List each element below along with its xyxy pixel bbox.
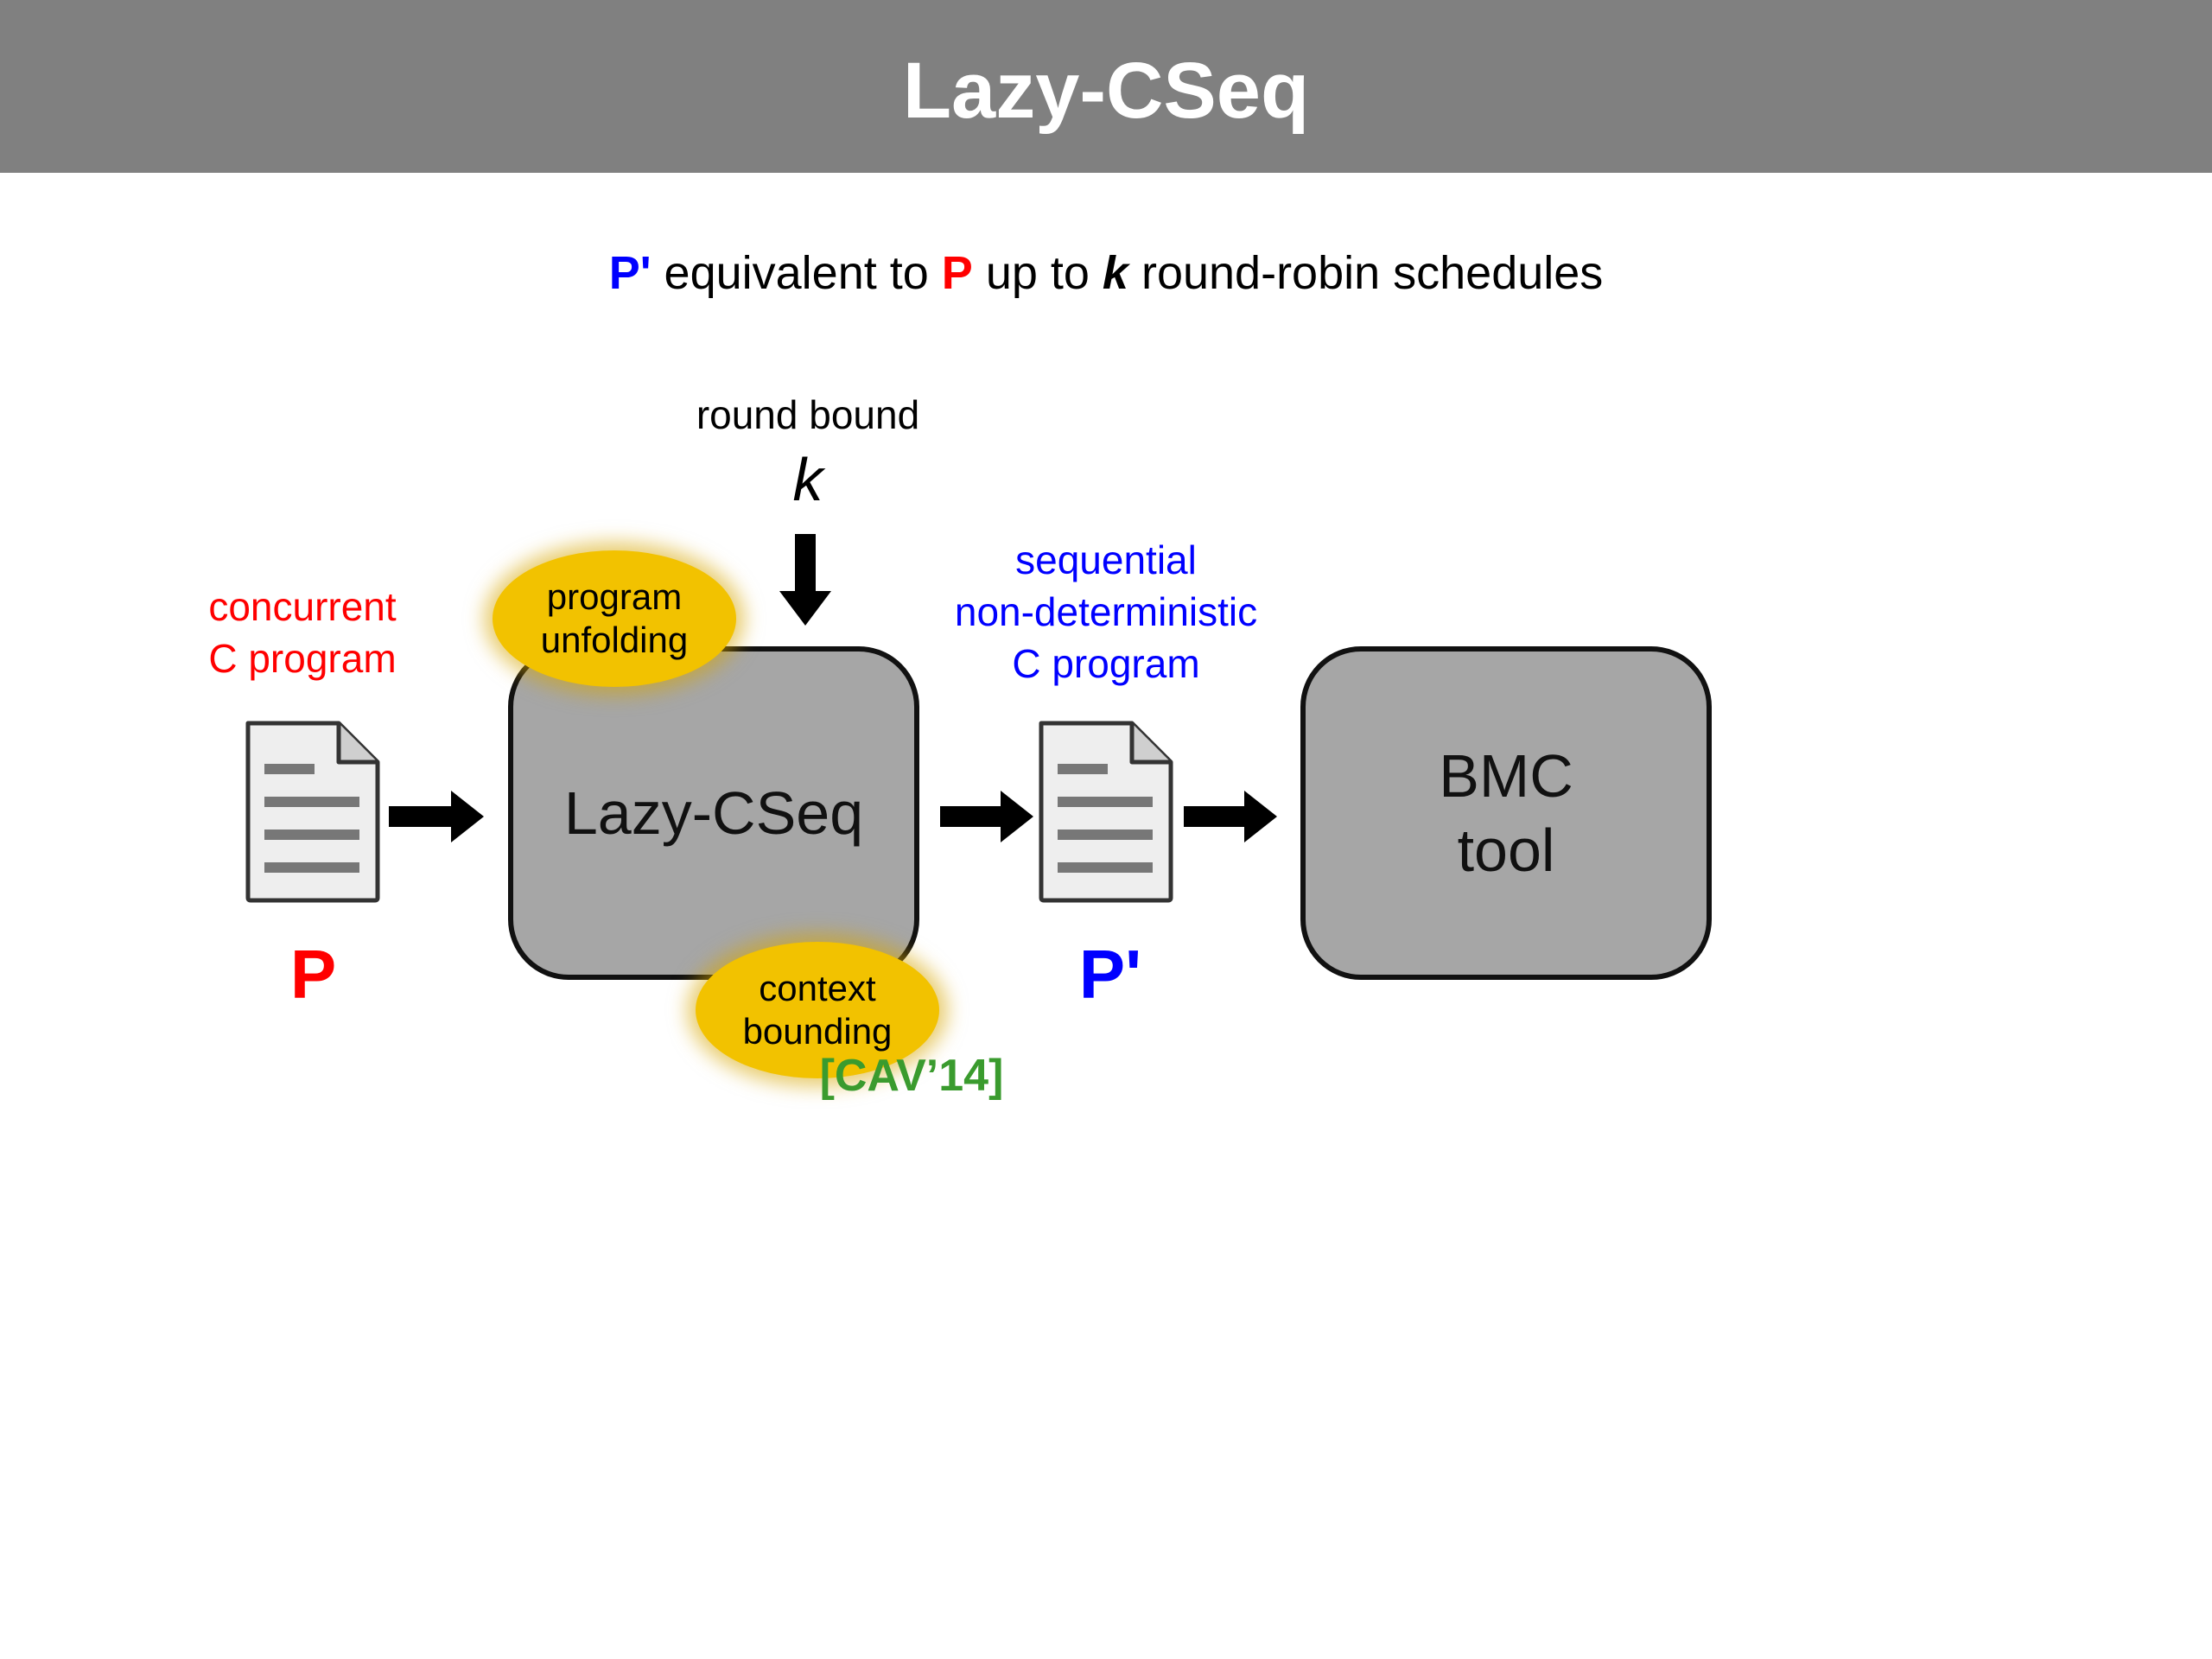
slide-subtitle: P' equivalent to P up to k round-robin s… bbox=[0, 246, 2212, 300]
output-document-icon bbox=[1039, 721, 1173, 903]
unfolding-line-2: unfolding bbox=[540, 620, 689, 660]
output-symbol: P' bbox=[1078, 936, 1142, 1013]
input-symbol: P bbox=[289, 936, 337, 1013]
output-label: sequential non-deterministic C program bbox=[916, 534, 1296, 690]
lazycseq-box: Lazy-CSeq bbox=[508, 646, 919, 980]
arrow-output-to-bmc-icon bbox=[1184, 791, 1277, 842]
output-label-line-2: non-deterministic bbox=[954, 589, 1258, 634]
subtitle-k: k bbox=[1102, 247, 1128, 299]
bmc-box-line-2: tool bbox=[1457, 817, 1555, 884]
bmc-tool-box: BMC tool bbox=[1300, 646, 1712, 980]
round-bound-label: round bound bbox=[696, 392, 920, 437]
bmc-box-line-1: BMC bbox=[1439, 742, 1573, 810]
slide-title: Lazy-CSeq bbox=[902, 47, 1310, 135]
unfolding-line-1: program bbox=[546, 576, 683, 617]
output-label-line-3: C program bbox=[1012, 641, 1200, 686]
context-bounding-ellipse: context bounding bbox=[696, 942, 939, 1078]
output-label-line-1: sequential bbox=[1015, 537, 1197, 582]
bounding-line-2: bounding bbox=[742, 1011, 893, 1052]
subtitle-text-3: round-robin schedules bbox=[1128, 247, 1604, 299]
arrow-round-bound-icon bbox=[779, 534, 831, 626]
title-bar bbox=[0, 0, 2212, 173]
input-document-icon bbox=[245, 721, 380, 903]
input-label-line-2: C program bbox=[208, 636, 397, 681]
input-label-line-1: concurrent bbox=[208, 584, 397, 629]
subtitle-p-prime: P' bbox=[608, 247, 652, 299]
arrow-input-to-lazycseq-icon bbox=[389, 791, 484, 842]
lazycseq-box-label: Lazy-CSeq bbox=[563, 779, 864, 847]
subtitle-text-1: equivalent to bbox=[651, 247, 942, 299]
arrow-lazycseq-to-output-icon bbox=[940, 791, 1033, 842]
bounding-line-1: context bbox=[759, 968, 876, 1008]
program-unfolding-ellipse: program unfolding bbox=[493, 550, 736, 687]
input-label: concurrent C program bbox=[173, 581, 432, 684]
subtitle-p: P bbox=[941, 247, 973, 299]
round-bound-symbol: k bbox=[792, 446, 823, 513]
citation-label: [CAV’14] bbox=[819, 1051, 1004, 1101]
subtitle-text-2: up to bbox=[972, 247, 1103, 299]
